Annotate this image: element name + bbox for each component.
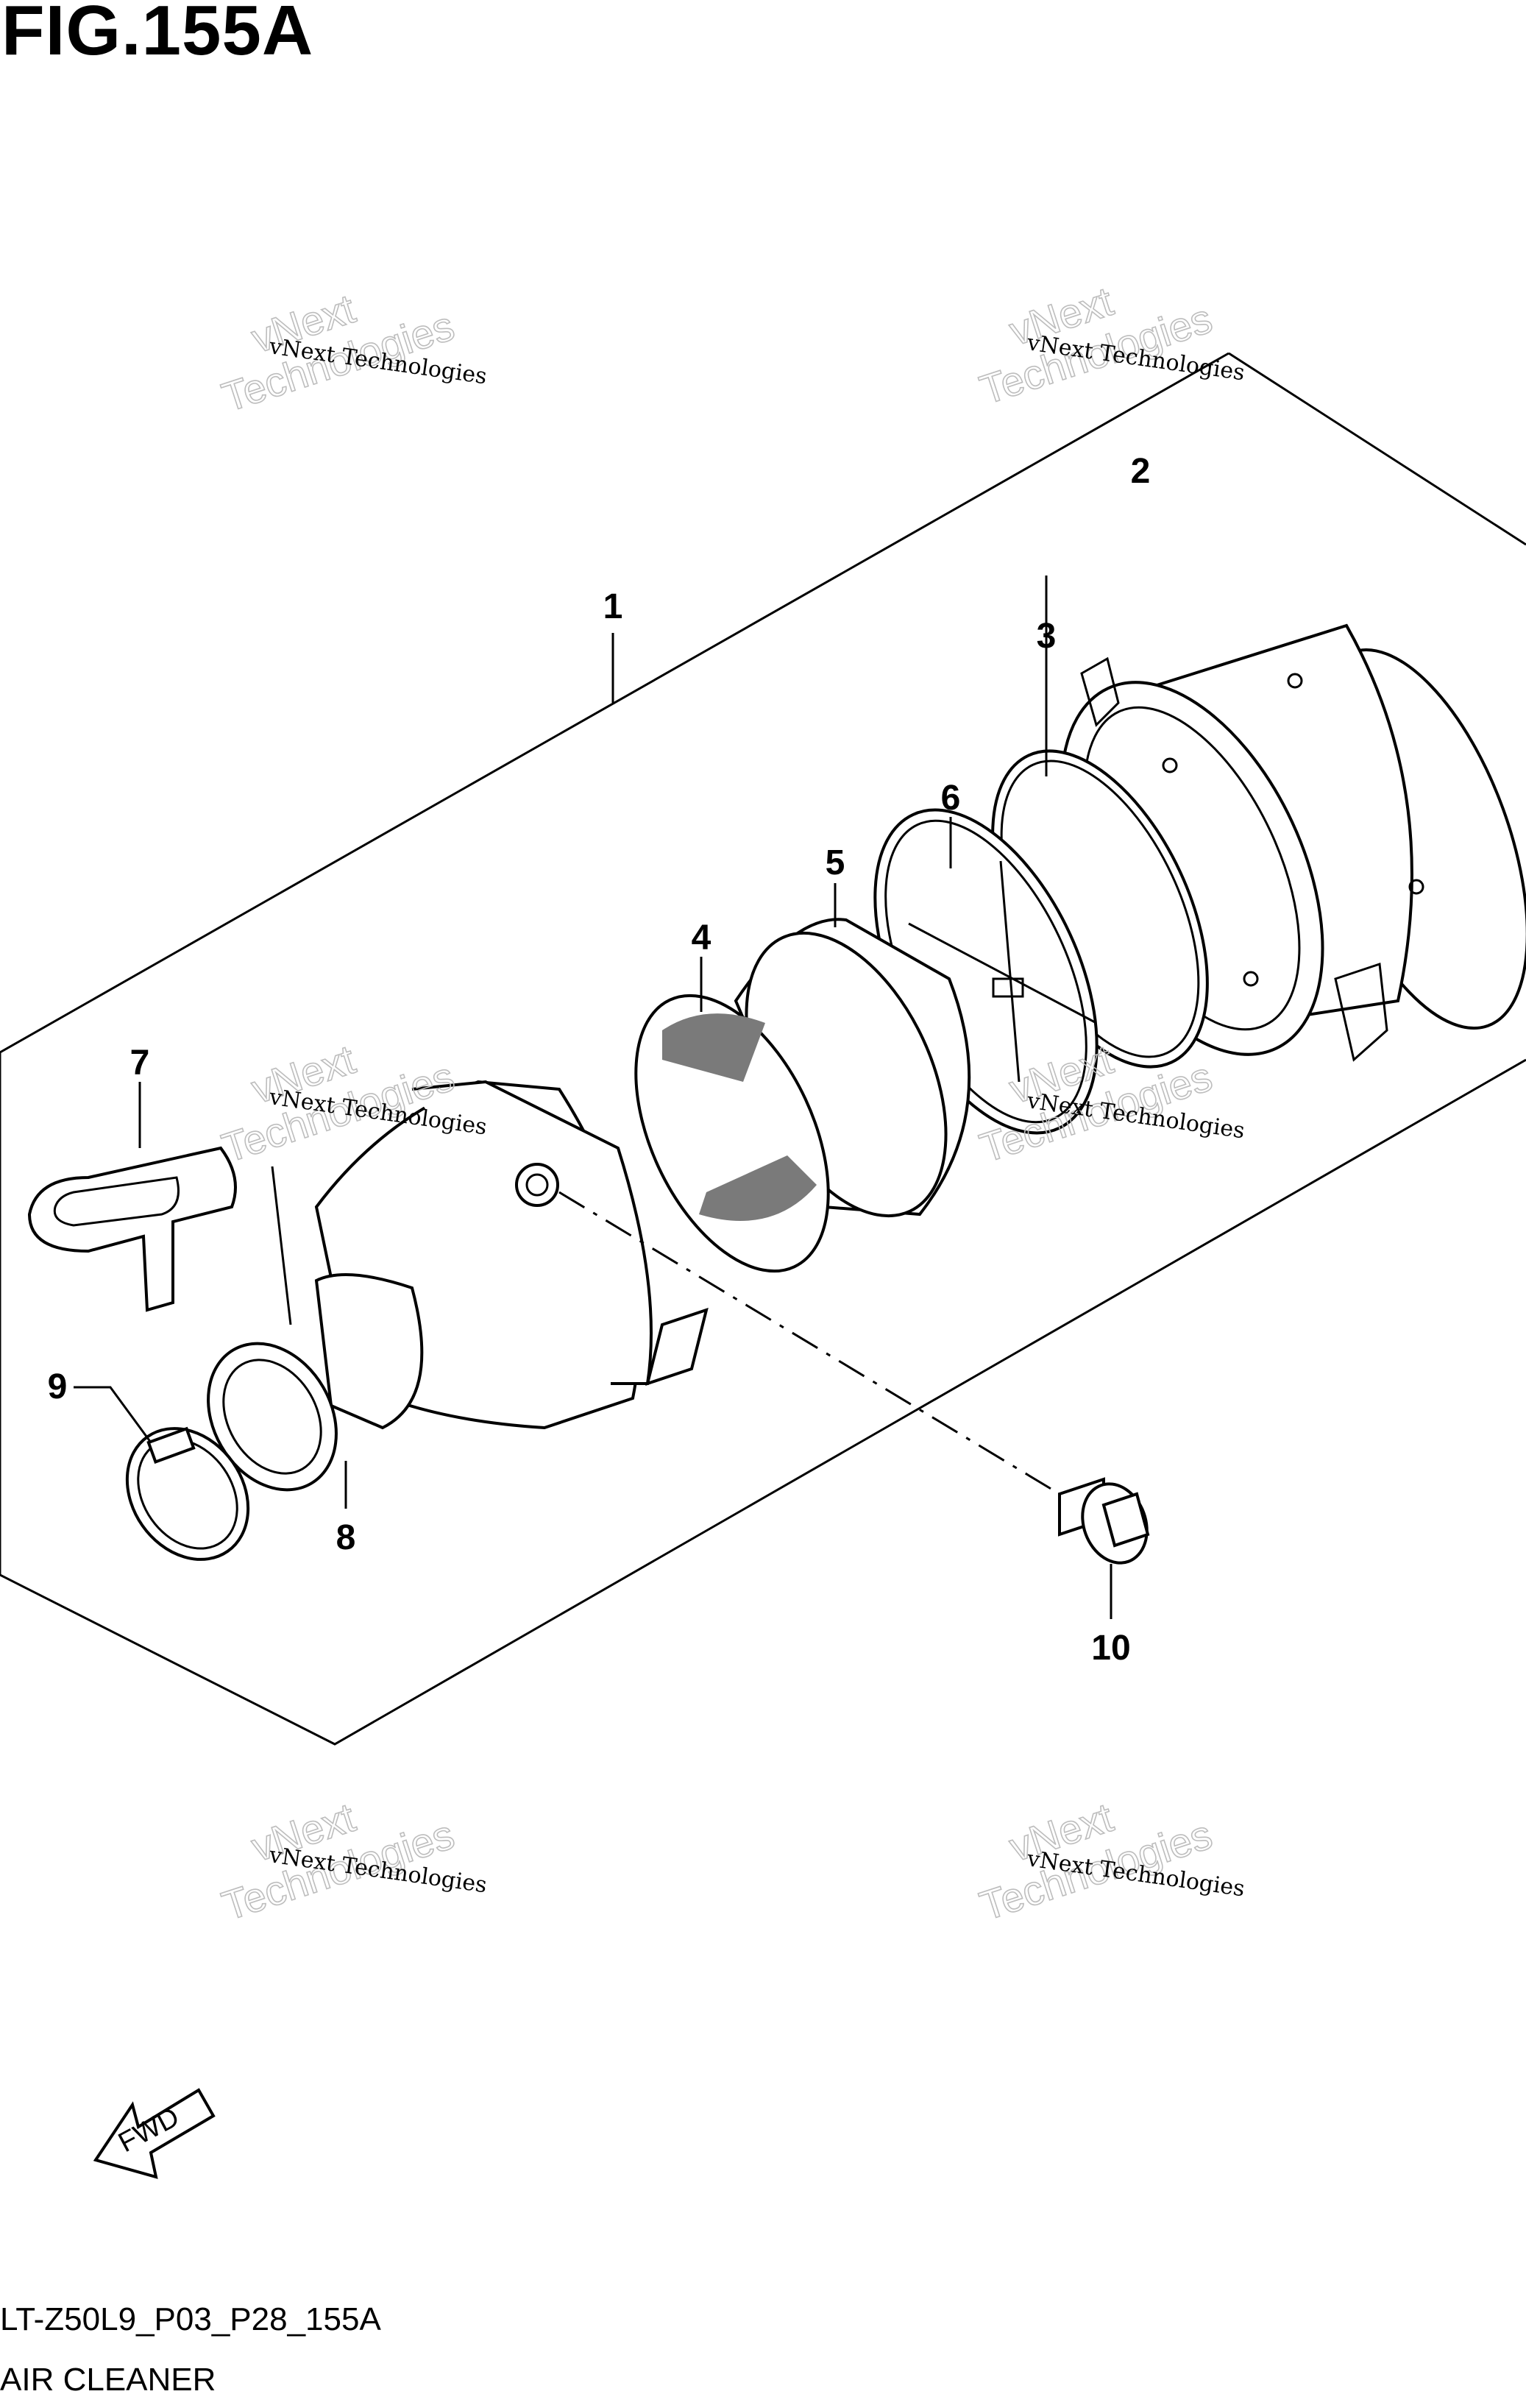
callout-7: 7 bbox=[130, 1044, 150, 1083]
outlet-seal bbox=[207, 1342, 338, 1492]
callout-10: 10 bbox=[1091, 1629, 1130, 1668]
callout-9-leader bbox=[74, 1386, 152, 1443]
callout-7b-leader bbox=[271, 1166, 292, 1325]
bolt-axis-line bbox=[558, 1191, 1060, 1495]
mesh-screen bbox=[634, 994, 830, 1273]
callout-4: 4 bbox=[692, 918, 711, 957]
watermark-bottom-left: vNext Technologies vNext Technologies bbox=[216, 1793, 488, 1930]
air-cleaner-case bbox=[1060, 623, 1526, 1062]
watermark-bottom-right: vNext Technologies vNext Technologies bbox=[973, 1793, 1246, 1930]
watermark-top-right: vNext Technologies vNext Technologies bbox=[973, 277, 1246, 414]
callout-5: 5 bbox=[826, 843, 845, 882]
figure-title: FIG.155A bbox=[1, 0, 314, 70]
assembly-box bbox=[1228, 352, 1526, 546]
callout-3: 3 bbox=[1037, 617, 1057, 656]
diagram-caption: AIR CLEANER bbox=[0, 2362, 216, 2398]
air-cleaner-cover bbox=[314, 1080, 709, 1430]
fwd-arrow-icon: FWD bbox=[93, 2088, 216, 2179]
callout-9: 9 bbox=[48, 1367, 68, 1406]
callout-1: 1 bbox=[603, 587, 623, 626]
assembly-box-top bbox=[0, 352, 1526, 1746]
callout-8: 8 bbox=[336, 1518, 356, 1557]
callout-6: 6 bbox=[941, 779, 961, 818]
breather-hose bbox=[27, 1146, 237, 1312]
drawing-reference-code: LT-Z50L9_P03_P28_155A bbox=[0, 2301, 381, 2337]
watermark-top-left: vNext Technologies vNext Technologies bbox=[216, 284, 488, 421]
bolt bbox=[1058, 1477, 1150, 1565]
callout-2: 2 bbox=[1131, 452, 1151, 491]
